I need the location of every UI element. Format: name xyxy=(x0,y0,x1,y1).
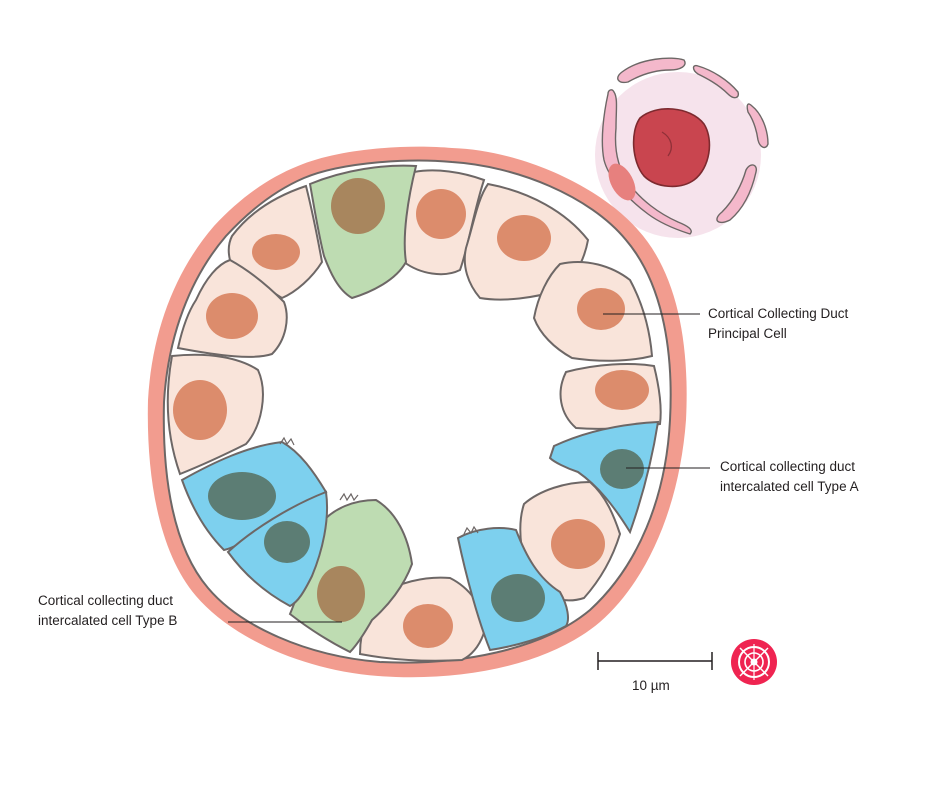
type-a-cell-label: Cortical collecting duct intercalated ce… xyxy=(720,459,859,494)
principal-cell-label: Cortical Collecting Duct Principal Cell xyxy=(708,306,849,341)
principal-nucleus xyxy=(206,293,258,339)
endothelial-cell xyxy=(692,64,740,99)
endothelial-cell xyxy=(746,103,769,149)
type-a-nucleus xyxy=(264,521,310,563)
principal-nucleus xyxy=(416,189,466,239)
collecting-duct xyxy=(147,146,687,678)
type-a-nucleus xyxy=(600,449,644,489)
type-b-nucleus xyxy=(331,178,385,234)
principal-nucleus xyxy=(595,370,649,410)
endothelial-nucleus xyxy=(608,163,636,201)
principal-nucleus xyxy=(551,519,605,569)
logo-icon xyxy=(731,639,777,685)
type-a-nucleus xyxy=(208,472,276,520)
endothelial-cell xyxy=(601,89,692,235)
principal-nucleus xyxy=(403,604,453,648)
endothelial-cell xyxy=(617,57,686,84)
principal-nucleus xyxy=(173,380,227,440)
capillary xyxy=(595,57,769,238)
type-a-nucleus xyxy=(491,574,545,622)
endothelial-cell xyxy=(716,164,758,224)
principal-nucleus xyxy=(252,234,300,270)
principal-nucleus xyxy=(577,288,625,330)
principal-nucleus xyxy=(497,215,551,261)
scale-bar xyxy=(597,652,713,670)
scale-bar-label: 10 µm xyxy=(632,678,670,693)
type-b-cell-label: Cortical collecting duct intercalated ce… xyxy=(38,593,178,628)
type-b-nucleus xyxy=(317,566,365,622)
